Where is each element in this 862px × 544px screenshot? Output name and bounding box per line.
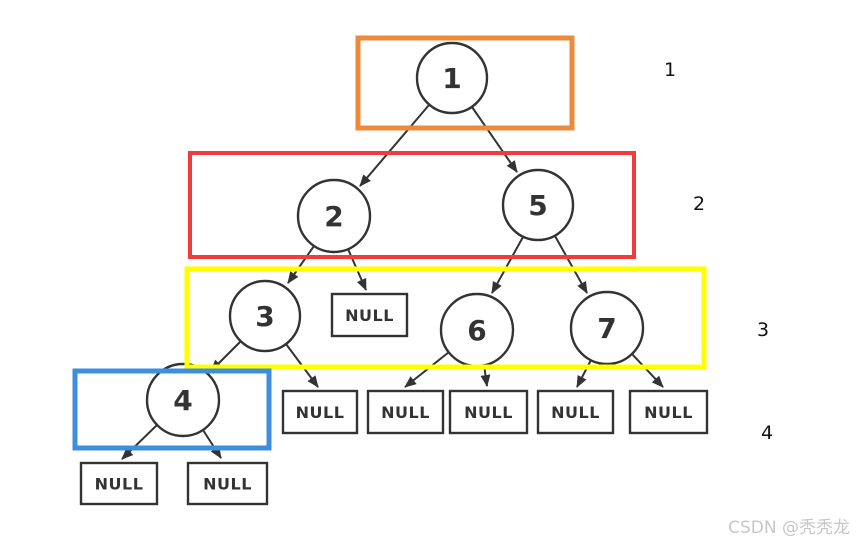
level-2-highlight-box — [188, 151, 636, 259]
null-box — [448, 389, 529, 435]
edge-arrow — [631, 353, 664, 388]
null-box — [628, 389, 709, 435]
null-box — [281, 389, 359, 435]
level-label-1: 1 — [664, 59, 676, 81]
tree-node-label-4: 4 — [173, 384, 192, 417]
tree-node-label-5: 5 — [528, 189, 547, 222]
edge-arrow — [121, 424, 158, 460]
level-label-2: 2 — [693, 193, 705, 215]
null-box-label: NULL — [203, 475, 252, 494]
null-box-label: NULL — [345, 306, 394, 325]
tree-node-4 — [145, 362, 221, 438]
tree-node-label-6: 6 — [467, 314, 486, 347]
level-4-highlight-box — [72, 368, 272, 451]
null-box — [186, 461, 269, 506]
null-box — [366, 389, 445, 435]
level-1-highlight-box — [355, 35, 575, 131]
tree-node-label-3: 3 — [255, 300, 274, 333]
level-label-4: 4 — [761, 422, 773, 444]
null-box — [330, 292, 409, 338]
tree-node-3 — [228, 279, 302, 353]
null-box-label: NULL — [644, 403, 693, 422]
tree-node-label-7: 7 — [597, 312, 616, 345]
tree-node-1 — [415, 41, 489, 115]
level-label-3: 3 — [757, 319, 769, 341]
edge-arrow — [202, 429, 222, 459]
null-box-label: NULL — [551, 403, 600, 422]
edge-arrow — [359, 104, 430, 187]
null-box — [536, 389, 615, 435]
csdn-watermark: CSDN @秃秃龙 — [728, 518, 850, 538]
tree-node-5 — [501, 168, 575, 242]
tree-node-label-1: 1 — [442, 62, 461, 95]
null-box-label: NULL — [464, 403, 513, 422]
tree-node-7 — [569, 290, 645, 366]
edge-arrow — [287, 245, 315, 284]
null-box-label: NULL — [381, 403, 430, 422]
null-box-label: NULL — [296, 403, 345, 422]
edge-arrow — [554, 235, 588, 294]
edge-arrow — [576, 359, 592, 388]
level-3-highlight-box — [184, 266, 707, 370]
edge-arrow — [471, 106, 518, 173]
null-box — [79, 461, 159, 506]
tree-node-label-2: 2 — [324, 200, 343, 233]
tree-node-2 — [296, 178, 372, 254]
edge-arrow — [491, 236, 524, 294]
null-box-label: NULL — [95, 475, 144, 494]
